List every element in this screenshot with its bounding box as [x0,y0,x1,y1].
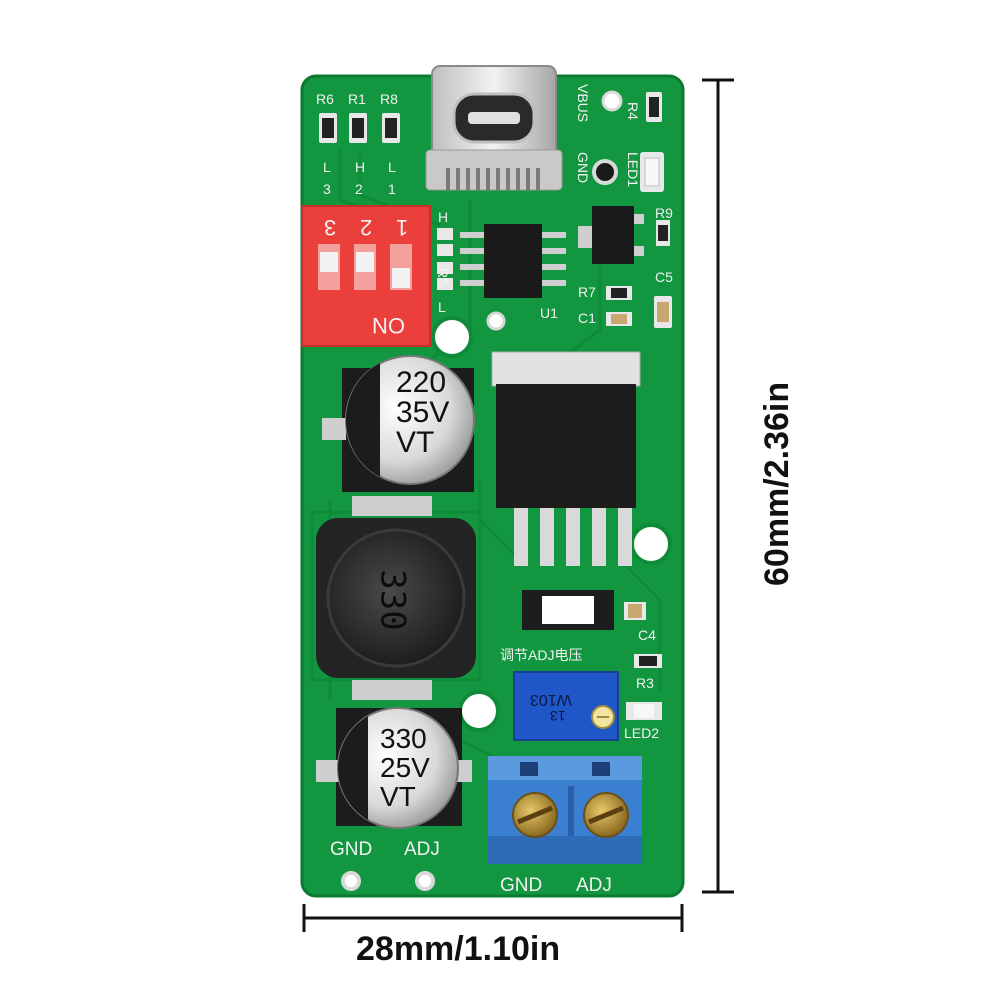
label-r7: R7 [578,284,596,300]
label-gnd-usb: GND [575,152,591,184]
inductor [310,496,482,700]
label-adj-voltage: 调节ADJ电压 [500,647,583,663]
label-h-mark: H [438,209,449,225]
label-r5: R5 [435,268,451,286]
cap-top-line1: 220 [396,366,447,399]
label-r9: R9 [655,205,673,221]
smd-parts-right [606,220,672,328]
label-l3-a: L [323,159,331,175]
label-r6: R6 [316,91,334,107]
label-c5: C5 [655,269,673,285]
pot-sub-marking: 13 [550,708,566,724]
label-gnd-left: GND [330,839,373,860]
width-dimension-label: 28mm/1.10in [356,930,561,968]
label-r8: R8 [380,91,398,107]
u1-chip [437,224,566,298]
cap-bottom-line1: 330 [380,723,427,754]
label-r1: R1 [348,91,366,107]
pot-marking: W103 [530,691,572,708]
dip-number-2: 2 [360,215,373,240]
sot-transistor [578,206,644,264]
cap-top-line2: 35V [396,396,450,429]
height-dimension-label: 60mm/2.36in [758,381,796,586]
dip-switch-body [301,205,431,347]
label-l1-a: L [388,159,396,175]
led1 [640,152,664,192]
usb-c-connector [425,65,563,191]
capacitor-top-marking: 220 35V VT [396,368,449,458]
label-c4: C4 [638,627,656,643]
cap-bottom-line2: 25V [380,752,430,783]
dip-number-1: 1 [396,215,409,240]
label-c1: C1 [578,310,596,326]
inductor-marking: 330 [372,569,413,631]
regulator-to263 [491,351,641,566]
label-h2-a: H [355,159,366,175]
capacitor-bottom-marking: 330 25V VT [380,724,430,811]
dimension-lines [302,78,734,932]
label-gnd-terminal: GND [500,875,543,896]
dip-on-label: ON [372,313,405,338]
capacitor-top [322,355,475,492]
label-u1: U1 [540,305,558,321]
label-l1-b: 1 [388,181,396,197]
label-led1: LED1 [625,152,641,188]
label-vbus: VBUS [575,84,591,123]
screw-terminal-body [488,756,642,864]
dip-number-3: 3 [324,215,337,240]
label-r4: R4 [625,102,641,120]
cap-bottom-line3: VT [380,781,416,812]
label-r3: R3 [636,675,654,691]
smd-diode [522,590,662,720]
label-adj-left: ADJ [404,839,440,860]
mounting-holes [341,90,672,891]
label-l-mark: L [438,299,446,315]
label-adj-terminal: ADJ [576,875,612,896]
dip-switch: 3 2 1 ON [302,206,430,346]
cap-top-line3: VT [396,426,435,459]
capacitor-bottom [316,707,472,829]
label-l3-b: 3 [323,181,331,197]
smd-resistors-top [319,92,662,143]
label-led2: LED2 [624,725,660,741]
label-h2-b: 2 [355,181,363,197]
potentiometer-body [513,671,619,741]
